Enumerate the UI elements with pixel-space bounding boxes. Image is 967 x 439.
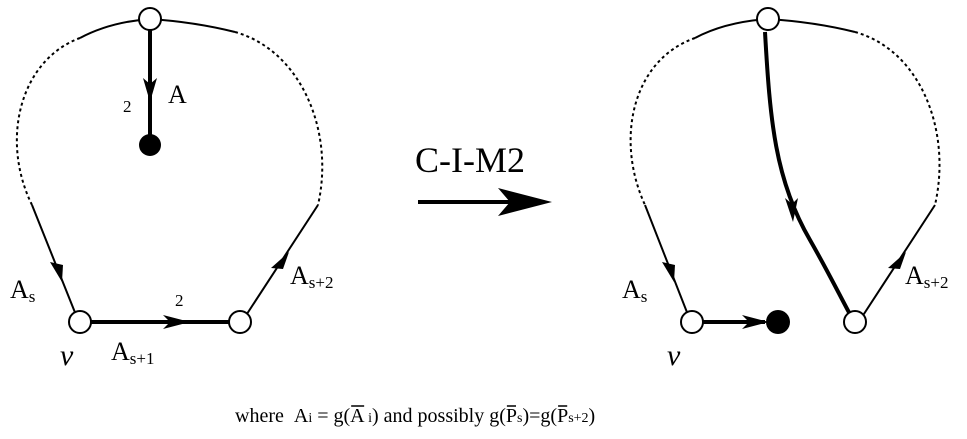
right-node-right [843, 310, 867, 334]
transform-label: C-I-M2 [415, 140, 525, 180]
left-node-v [68, 310, 92, 334]
right-node-v [680, 310, 704, 334]
left-graph: 2 A As As+2 2 As+1 v [10, 7, 333, 372]
left-edge-as-label: As [10, 275, 35, 306]
right-edge-as [644, 204, 691, 321]
right-merged-edge-arrowhead [785, 198, 798, 222]
right-dashed-right [854, 31, 941, 206]
right-edge-as-arrowhead [662, 262, 675, 282]
left-edge-a-mult: 2 [123, 97, 132, 116]
left-edge-as1-arrowhead [163, 315, 190, 329]
left-dashed-left [15, 37, 81, 206]
right-edge-as2-arrowhead [888, 252, 906, 269]
transform-arrow: C-I-M2 [415, 140, 552, 216]
caption-ps2: P [557, 405, 568, 427]
right-solid-node [766, 310, 790, 334]
left-node-right [228, 310, 252, 334]
left-edge-as2-arrowhead [271, 252, 289, 269]
right-edge-as-label: As [622, 275, 647, 306]
left-edge-as1-label: As+1 [111, 337, 154, 368]
right-dashed-left [629, 37, 696, 206]
caption-ps: P [506, 405, 517, 427]
right-edge-v-solid-arrowhead [742, 315, 769, 329]
left-edge-as2-label: As+2 [290, 261, 333, 292]
left-dashed-right [234, 31, 324, 206]
left-edge-as1-mult: 2 [175, 291, 184, 310]
right-vertex-v-label: v [667, 339, 681, 372]
right-top-arc-right [767, 18, 856, 33]
right-merged-edge [763, 31, 854, 319]
right-top-node [756, 7, 780, 31]
left-edge-as-arrowhead [50, 262, 63, 282]
left-edge-a-label: A [168, 80, 187, 109]
right-edge-as2-label: As+2 [905, 261, 948, 292]
left-top-arc-right [149, 18, 236, 33]
right-graph: As As+2 v [622, 7, 948, 372]
left-edge-as [31, 204, 79, 321]
left-solid-node [139, 134, 161, 156]
left-top-node [138, 7, 162, 31]
caption-abar: A [350, 405, 365, 427]
left-vertex-v-label: v [60, 339, 74, 372]
left-edge-a-arrowhead [143, 78, 157, 102]
transform-arrow-head [498, 188, 552, 216]
